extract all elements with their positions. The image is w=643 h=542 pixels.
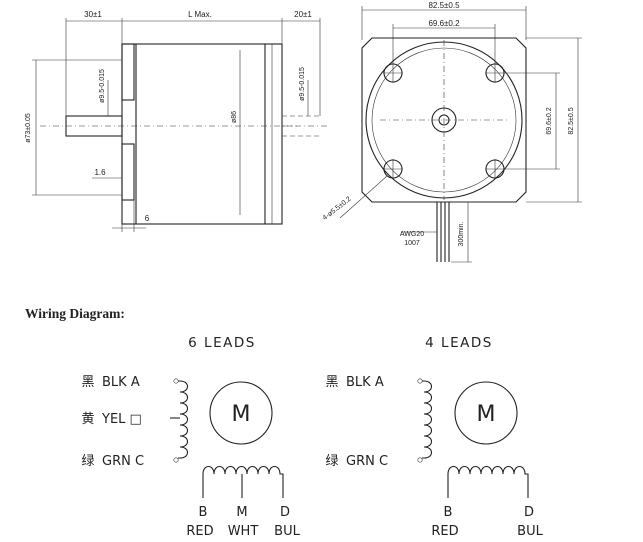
dim-rear-length: 20±1 [294,10,312,19]
four-bottom-color-2: BUL [517,524,543,539]
dim-flange-thickness: 1.6 [94,168,106,177]
four-pin-1-label: BLK A [346,375,384,390]
dim-front-length: 30±1 [84,10,102,19]
dim-front-shaft-diameter: ø9.5-0.015 [99,69,106,103]
motor-body-outline [121,43,283,225]
four-bottom-letter-1: B [444,505,453,520]
six-bottom-letter-2: M [236,505,247,520]
six-pin-3-label: GRN C [102,454,144,469]
dim-body-length: L Max. [188,10,212,19]
six-bottom-color-1: RED [186,524,213,539]
six-pin-2-cn: 黄 [81,412,94,427]
dim-flange-width: 82.5±0.5 [428,1,460,10]
dim-flange-height: 82.5±0.5 [568,107,575,134]
four-bottom-letter-2: D [524,505,534,520]
six-bottom-color-2: WHT [228,524,259,539]
four-pin-2-label: GRN C [346,454,388,469]
dim-pilot-diameter: ø73±0.05 [25,113,32,143]
cable-code: 1007 [404,240,420,247]
dim-mounting-holes: 4-ø5.5±0.2 [322,196,353,222]
front-flange-outline [361,37,527,203]
four-lead-diagram: 4 LEADS 黑 BLK A 绿 GRN C M B D RED BUL [325,335,543,539]
six-pin-1-label: BLK A [102,375,140,390]
four-coil-b [447,465,529,498]
dim-rear-shaft-diameter: ø9.5-0.015 [299,67,306,101]
lead-wires [436,202,450,262]
six-pin-1-cn: 黑 [81,375,94,390]
six-coil-b [202,465,284,498]
four-motor-label: M [477,402,496,427]
six-lead-heading: 6 LEADS [188,335,256,351]
four-bottom-color-1: RED [431,524,458,539]
dim-body-diameter: ø86 [231,111,238,123]
four-lead-heading: 4 LEADS [425,335,493,351]
six-coil-a [178,380,189,459]
four-pin-1-cn: 黑 [325,375,338,390]
dim-hole-spacing-vertical: 69.6±0.2 [546,107,553,134]
six-motor-circle [209,381,273,445]
six-bottom-letter-3: D [280,505,290,520]
six-bottom-color-3: BUL [274,524,300,539]
four-motor-circle [454,381,518,445]
six-pin-2-label: YEL □ [101,412,142,427]
four-coil-a [422,380,433,459]
six-motor-label: M [232,402,251,427]
dim-hole-spacing-horizontal: 69.6±0.2 [428,19,460,28]
dim-lead-length: 300min. [458,221,465,246]
wiring-title: Wiring Diagram: [25,306,125,321]
four-pin-2-cn: 绿 [325,454,338,469]
six-lead-diagram: 6 LEADS 黑 BLK A 黄 YEL □ 绿 GRN C M B M D … [81,335,300,539]
six-pin-3-cn: 绿 [81,454,94,469]
cable-gauge: AWG20 [400,231,424,238]
six-bottom-letter-1: B [199,505,208,520]
side-view: 30±1 L Max. 20±1 ø73±0.05 ø9.5-0.015 ø86… [25,10,330,232]
front-view: 82.5±0.5 69.6±0.2 69.6±0.2 82.5±0.5 4-ø5… [322,1,582,263]
dim-pilot-depth: 6 [145,214,150,223]
